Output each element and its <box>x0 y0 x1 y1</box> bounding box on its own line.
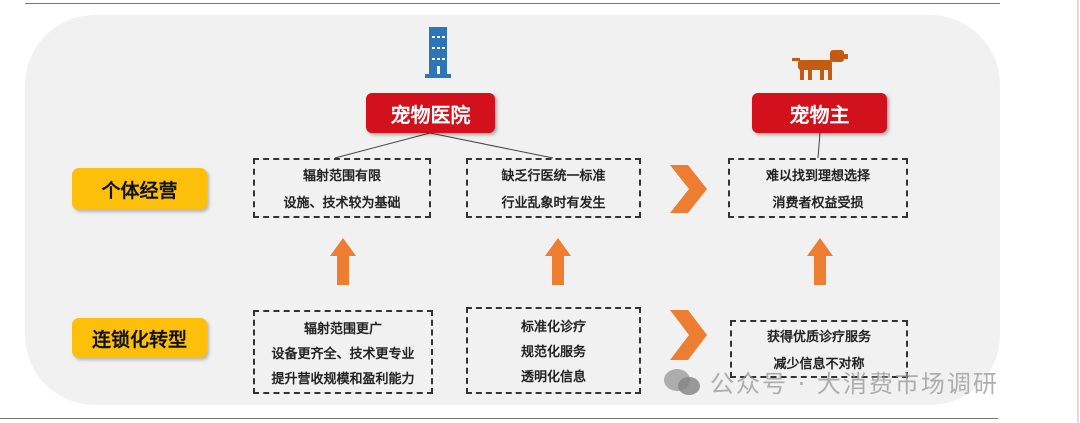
arrow-up-icon <box>807 238 833 285</box>
connector-line <box>817 132 821 159</box>
wechat-icon <box>664 368 700 395</box>
row-label-chain: 连锁化转型 <box>72 318 207 358</box>
top-divider <box>25 3 1000 4</box>
row-label-individual: 个体经营 <box>72 168 207 210</box>
bottom-divider <box>0 418 998 419</box>
dog-icon <box>792 50 848 80</box>
box-text: 标准化诊疗 <box>520 320 586 335</box>
watermark: 公众号 · 大消费市场调研 <box>662 364 999 399</box>
building-icon <box>425 27 451 78</box>
box-text: 设施、技术较为基础 <box>283 196 401 211</box>
box-individual-owner: 难以找到理想选择消费者权益受损 <box>728 158 908 218</box>
box-text: 行业乱象时有发生 <box>501 196 606 211</box>
box-individual-hospital-b: 缺乏行医统一标准行业乱象时有发生 <box>466 158 641 218</box>
owner-header: 宠物主 <box>752 93 887 133</box>
box-text: 设备更齐全、技术更专业 <box>271 346 415 362</box>
box-chain-owner: 获得优质诊疗服务减少信息不对称 <box>730 320 908 378</box>
box-text: 消费者权益受损 <box>772 196 864 211</box>
chevron-right-icon <box>670 165 707 213</box>
arrow-up-icon <box>330 238 356 285</box>
arrow-up-icon <box>545 238 571 285</box>
box-text: 减少信息不对称 <box>773 357 865 372</box>
box-text: 难以找到理想选择 <box>765 169 870 184</box>
box-chain-hospital-a: 辐射范围更广设备更齐全、技术更专业提升营收规模和盈利能力 <box>253 310 433 394</box>
box-text: 缺乏行医统一标准 <box>501 169 606 184</box>
chevron-right-icon <box>670 310 707 360</box>
connector-line <box>334 132 431 159</box>
hospital-header: 宠物医院 <box>366 93 495 133</box>
box-text: 获得优质诊疗服务 <box>766 330 871 345</box>
box-chain-hospital-b: 标准化诊疗规范化服务透明化信息 <box>466 307 641 394</box>
box-text: 透明化信息 <box>520 370 586 385</box>
scrollbar[interactable] <box>1077 0 1079 423</box>
watermark-text: 公众号 · 大消费市场调研 <box>710 370 999 398</box>
box-text: 辐射范围有限 <box>302 169 381 184</box>
connector-line <box>429 132 554 159</box>
box-text: 规范化服务 <box>520 345 586 360</box>
box-individual-hospital-a: 辐射范围有限设施、技术较为基础 <box>253 158 431 218</box>
box-text: 辐射范围更广 <box>303 321 382 337</box>
box-text: 提升营收规模和盈利能力 <box>271 371 415 387</box>
